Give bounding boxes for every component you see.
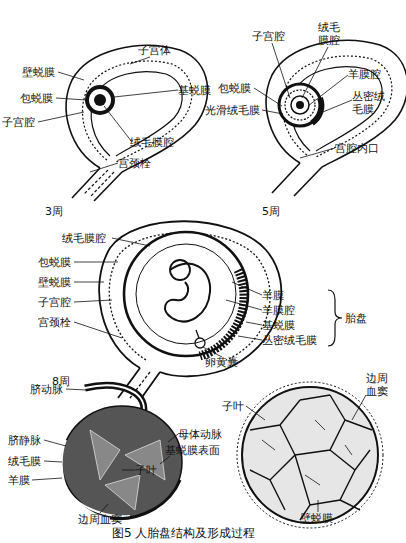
part-label: 基蜕膜 bbox=[262, 319, 295, 332]
part-label: 子叶 bbox=[222, 400, 244, 413]
part-label: 绒毛 膜腔 bbox=[318, 21, 344, 47]
part-label: 子宫腔 bbox=[2, 116, 35, 129]
part-label: 子宫腔 bbox=[252, 30, 285, 43]
part-label: 子叶 bbox=[135, 464, 157, 477]
part-label: 基蜕膜表面 bbox=[165, 444, 220, 457]
part-label: 丛密绒毛膜 bbox=[262, 334, 317, 347]
uterus-8-weeks bbox=[99, 221, 281, 400]
part-label: 边周 血窦 bbox=[366, 372, 392, 398]
figure-caption: 图5 人胎盘结构及形成过程 bbox=[112, 526, 255, 540]
part-label: 母体动脉 bbox=[178, 428, 222, 441]
part-label: 绒毛膜腔 bbox=[130, 136, 174, 149]
leader-lines bbox=[32, 43, 366, 513]
part-label: 光滑绒毛膜 bbox=[205, 104, 260, 117]
part-label: 包蜕膜 bbox=[38, 256, 71, 269]
part-label: 壁蜕膜 bbox=[22, 66, 55, 79]
part-label: 羊膜腔 bbox=[262, 304, 295, 317]
part-label: 丛密绒 毛膜 bbox=[352, 90, 390, 116]
group-label: 胎盘 bbox=[345, 312, 367, 325]
part-label: 包蜕膜 bbox=[218, 82, 251, 95]
part-label: 包蜕膜 bbox=[20, 92, 53, 105]
part-label: 宫颈栓 bbox=[38, 316, 71, 329]
part-label: 基蜕膜 bbox=[178, 84, 211, 97]
part-label: 脐动脉 bbox=[30, 383, 63, 396]
placenta-bracket bbox=[328, 290, 342, 346]
part-label: 绒毛膜 bbox=[8, 455, 41, 468]
part-label: 子宫腔 bbox=[38, 296, 71, 309]
stage-label: 5周 bbox=[262, 205, 280, 218]
part-label: 卵黄囊 bbox=[205, 356, 238, 369]
part-label: 子宫体 bbox=[138, 44, 171, 57]
part-label: 绒毛膜腔 bbox=[62, 232, 106, 245]
stage-label: 3周 bbox=[45, 205, 63, 218]
part-label: 羊膜 bbox=[8, 474, 30, 487]
part-label: 脐静脉 bbox=[8, 434, 41, 447]
part-label: 羊膜腔 bbox=[348, 68, 381, 81]
placenta-section bbox=[62, 386, 182, 519]
uterus-5-weeks bbox=[266, 40, 406, 196]
part-label: 羊膜 bbox=[262, 289, 284, 302]
part-label: 宫颈栓 bbox=[118, 157, 151, 170]
uterus-3-weeks bbox=[66, 45, 207, 201]
part-label: 壁蜕膜 bbox=[300, 512, 333, 525]
part-label: 壁蜕膜 bbox=[38, 276, 71, 289]
part-label: 边周血窦 bbox=[78, 513, 122, 526]
part-label: 宫腔内口 bbox=[335, 142, 379, 155]
placenta-maternal-surface bbox=[237, 382, 383, 528]
